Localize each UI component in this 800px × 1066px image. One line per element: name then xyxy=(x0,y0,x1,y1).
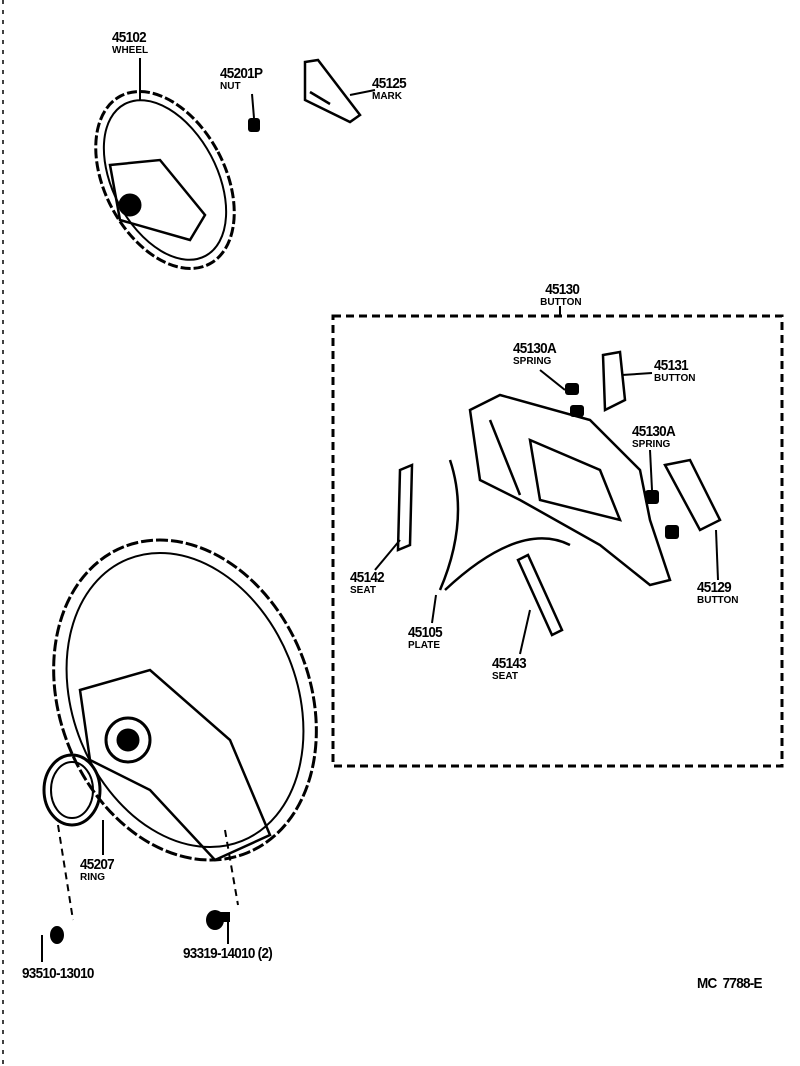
steering-wheel-bottom xyxy=(52,538,318,862)
button-housing xyxy=(468,393,672,587)
button-assembly-box xyxy=(331,314,784,768)
leader-lines xyxy=(374,369,719,655)
part-name: BUTTON xyxy=(540,297,582,308)
part-label-93319-14010: 93319-14010 (2) xyxy=(183,946,282,961)
spring-icons xyxy=(565,383,679,539)
part-name: PLATE xyxy=(408,640,441,651)
steering-wheel-top xyxy=(94,90,236,270)
part-number: 45130A xyxy=(513,340,557,357)
part-name: BUTTON xyxy=(654,373,696,384)
part-number: 45125 xyxy=(372,75,407,92)
part-number: 93510-13010 xyxy=(22,965,94,982)
part-name: RING xyxy=(80,872,105,883)
ring-part xyxy=(42,753,102,827)
button-parts xyxy=(396,350,722,637)
part-number: 45129 xyxy=(697,579,732,596)
bolt-icon xyxy=(206,910,230,930)
part-name: SEAT xyxy=(350,585,376,596)
part-name: MARK xyxy=(372,91,402,102)
nut-icon xyxy=(248,118,260,132)
part-name: BUTTON xyxy=(697,595,739,606)
part-number: 45130 xyxy=(545,281,580,298)
part-name: SPRING xyxy=(513,356,552,367)
part-number: 45143 xyxy=(492,655,527,672)
part-number: 45130A xyxy=(632,423,676,440)
part-name: WHEEL xyxy=(112,45,149,56)
part-number: 45105 xyxy=(408,624,443,641)
part-name: SPRING xyxy=(632,439,671,450)
mark-part xyxy=(303,58,362,124)
part-number: 93319-14010 (2) xyxy=(183,945,273,962)
part-number: 45142 xyxy=(350,569,385,586)
screw-icon xyxy=(50,926,64,944)
part-number: 45102 xyxy=(112,29,147,46)
part-label-93510-13010: 93510-13010 xyxy=(22,966,102,981)
part-number: 45207 xyxy=(80,856,115,873)
part-name: SEAT xyxy=(492,671,518,682)
diagram-code: MC 7788-E xyxy=(697,976,769,991)
part-name: NUT xyxy=(220,81,241,92)
part-number: 45131 xyxy=(654,357,689,374)
diagram-code-text: MC 7788-E xyxy=(697,975,763,992)
part-number: 45201P xyxy=(220,65,263,82)
